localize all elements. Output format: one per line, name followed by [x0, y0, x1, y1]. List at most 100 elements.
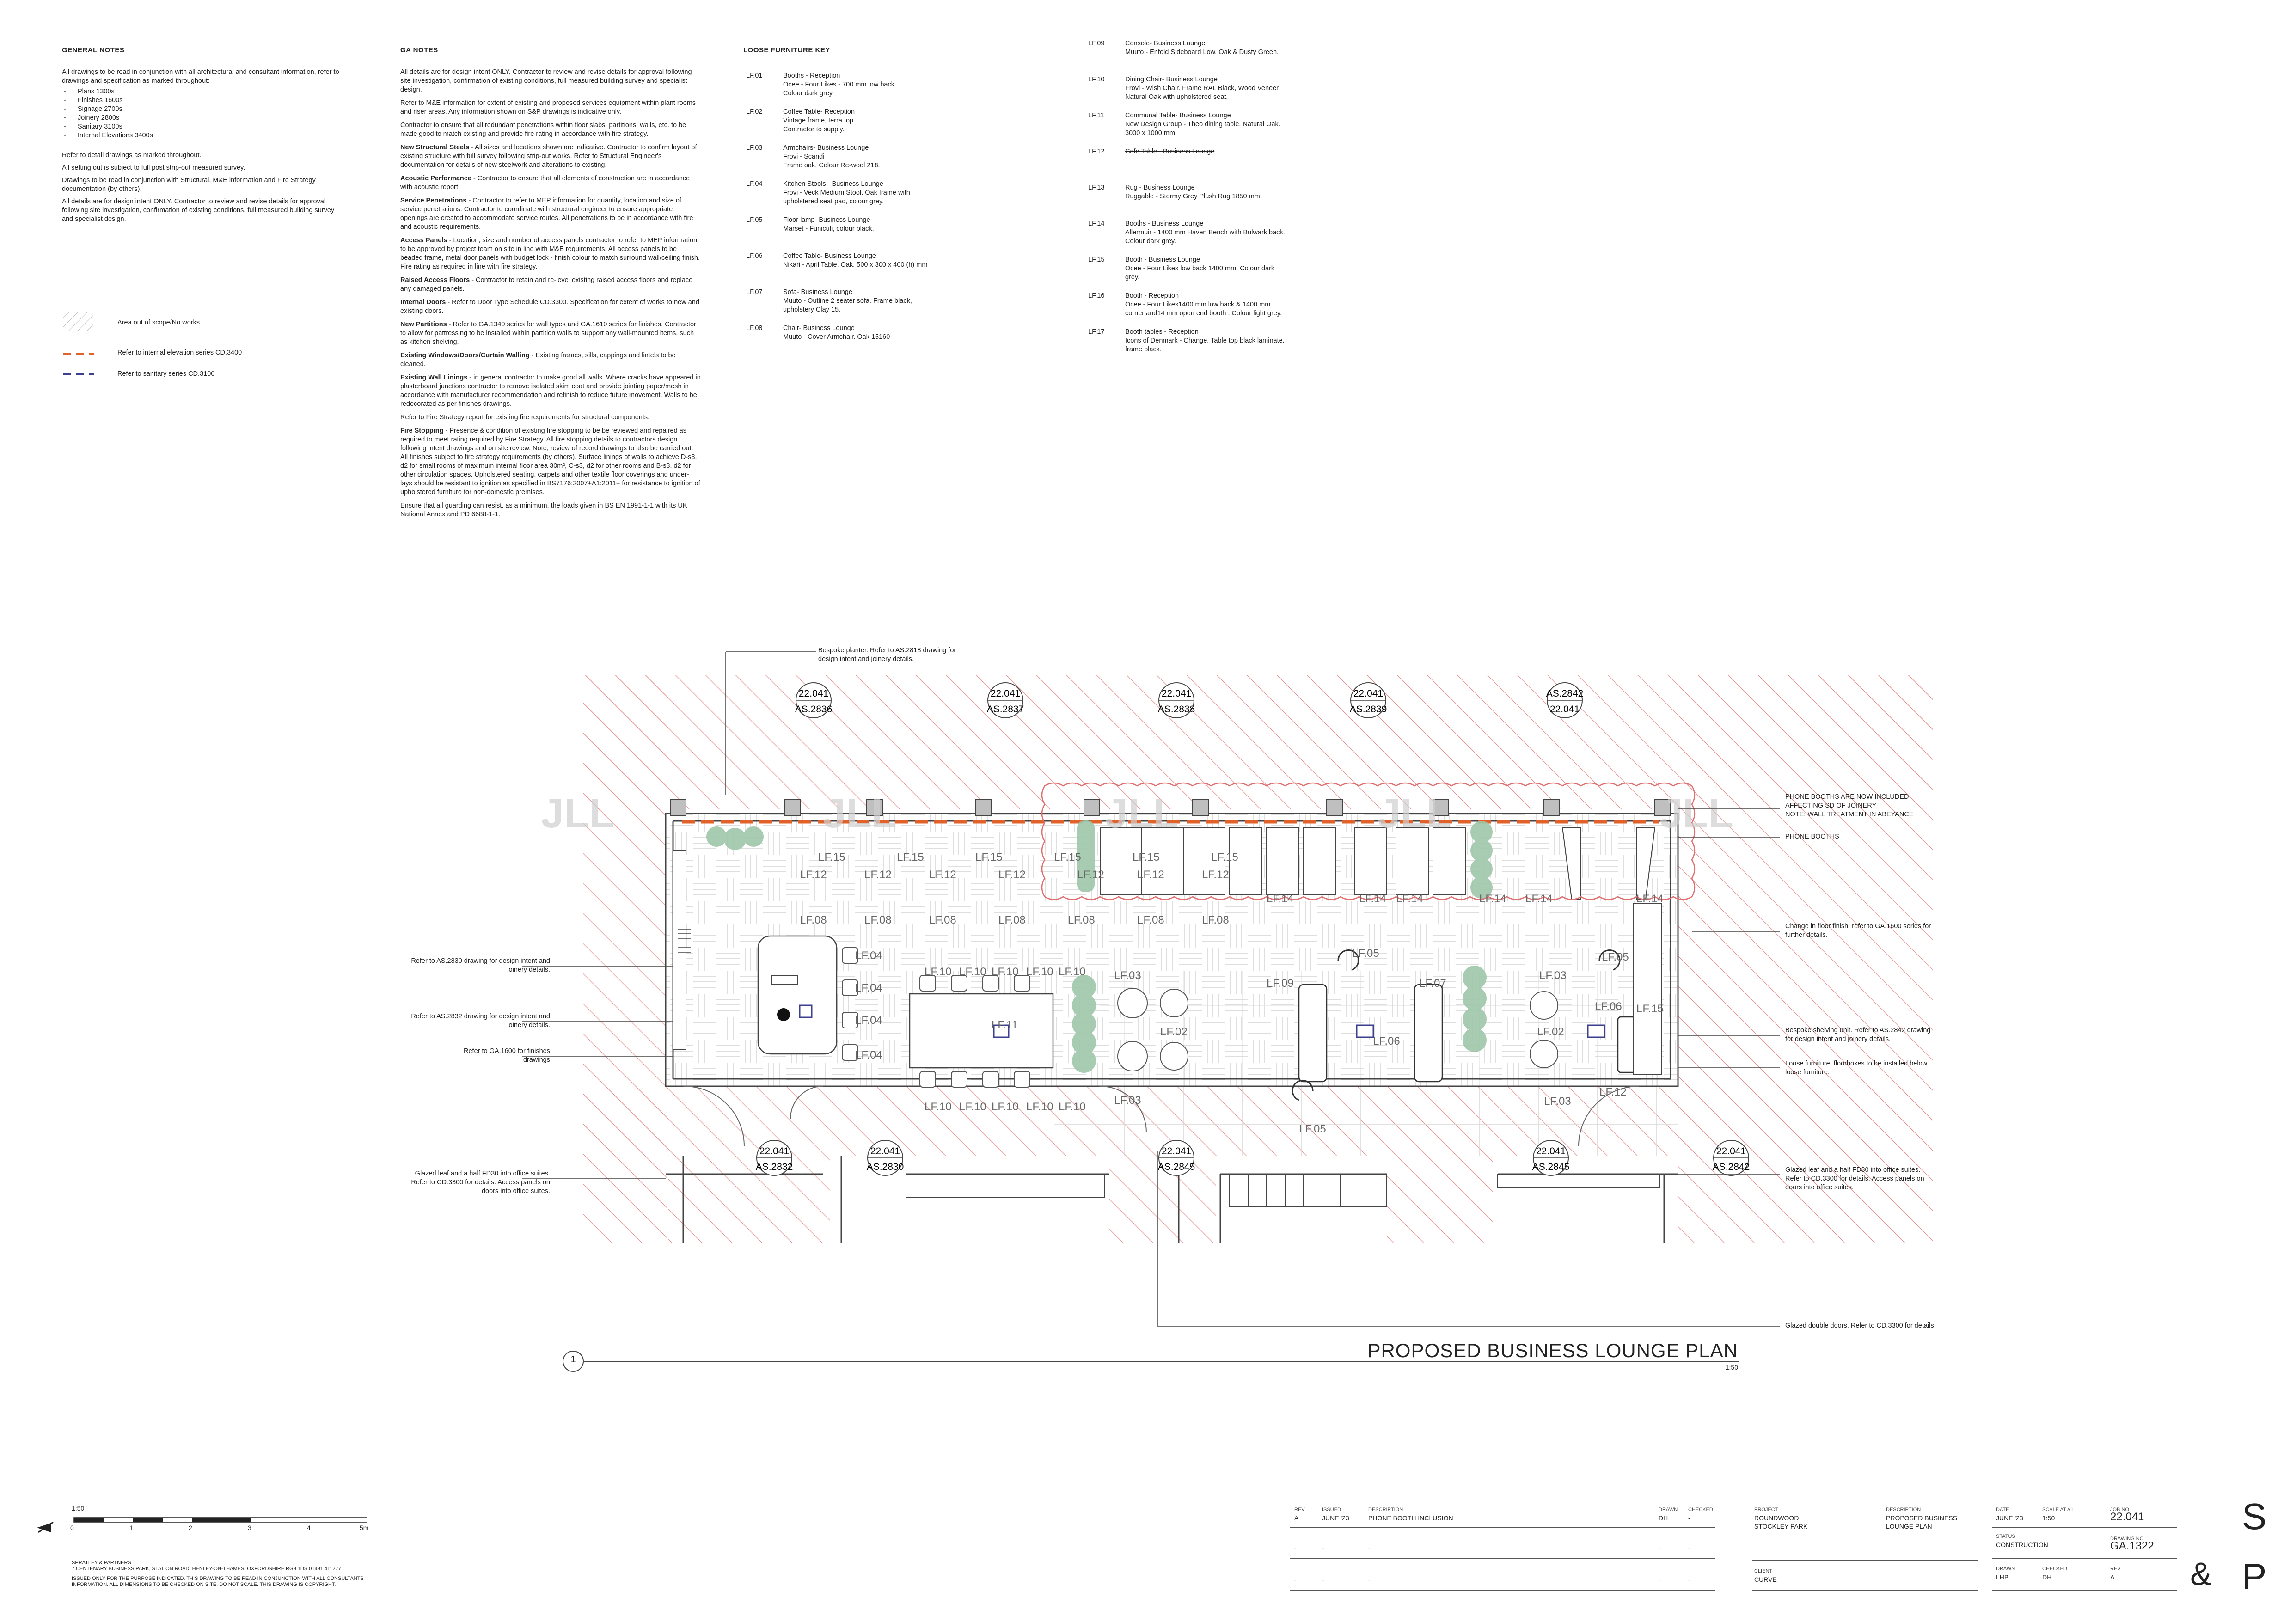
furniture-tag: LF.08: [998, 914, 1026, 926]
list-item: Joinery 2800s: [64, 114, 344, 122]
ga-note-partitions: New Partitions - Refer to GA.1340 series…: [400, 321, 696, 346]
legend-label-sanitary: Refer to sanitary series CD.3100: [117, 370, 215, 378]
rev-divider: [1290, 1558, 1715, 1559]
furniture-tag: LF.12: [929, 869, 956, 881]
as2832-note: Refer to AS.2832 drawing for design inte…: [411, 1013, 550, 1029]
checked2-value: DH: [2042, 1573, 2052, 1581]
svg-text:JLL: JLL: [1105, 790, 1179, 837]
list-item: Finishes 1600s: [64, 96, 344, 105]
furniture-tag: LF.14: [1525, 893, 1553, 905]
ga-notes-title: GA NOTES: [400, 46, 438, 54]
furniture-tag: LF.08: [864, 914, 892, 926]
legend-swatches: [63, 312, 94, 375]
furniture-code: LF.17: [1088, 328, 1105, 336]
tile-floor-zone: [1100, 971, 1678, 1086]
rev-empty: -: [1294, 1577, 1297, 1584]
drawn2-label: DRAWN: [1996, 1566, 2015, 1572]
rev-empty: -: [1322, 1577, 1324, 1584]
right-shelving: [1633, 903, 1662, 1075]
general-notes-list: Plans 1300s Finishes 1600s Signage 2700s…: [62, 87, 344, 140]
furniture-tag: LF.08: [1202, 914, 1229, 926]
description-label: DESCRIPTION: [1886, 1507, 1921, 1512]
ga-note-raised-floors: Raised Access Floors - Contractor to ret…: [400, 276, 693, 293]
general-notes-p4: Drawings to be read in conjunction with …: [62, 177, 316, 193]
furniture-code: LF.11: [1088, 112, 1104, 119]
logo-s: S: [2242, 1496, 2267, 1537]
island-tap: [777, 1008, 790, 1021]
client-label: CLIENT: [1754, 1568, 1773, 1574]
project-label: PROJECT: [1754, 1507, 1778, 1512]
section-ref-top: 22.041: [759, 1146, 789, 1157]
job-value: 22.041: [2110, 1511, 2144, 1523]
rev-empty: -: [1659, 1577, 1661, 1584]
project-location: STOCKLEY PARK: [1754, 1523, 1808, 1530]
furniture-code: LF.13: [1088, 184, 1105, 191]
furniture-code: LF.15: [1088, 256, 1105, 263]
scale-bar: [37, 1517, 367, 1533]
desc-a: PHONE BOOTH INCLUSION: [1368, 1514, 1453, 1522]
project-divider: [1752, 1590, 1978, 1591]
columns: [670, 799, 1671, 816]
furniture-tag: LF.12: [998, 869, 1026, 881]
ga-note-structural: New Structural Steels - All sizes and lo…: [400, 144, 697, 169]
general-notes-p1: All drawings to be read in conjunction w…: [62, 68, 339, 85]
checked-a: -: [1688, 1514, 1690, 1522]
furniture-tag: LF.15: [897, 851, 924, 863]
status-label: STATUS: [1996, 1534, 2015, 1539]
ga-notes: GA NOTES All details are for design inte…: [400, 46, 701, 526]
furniture-code: LF.08: [746, 324, 763, 332]
drawing-no-value: GA.1322: [2110, 1540, 2154, 1552]
furniture-code: LF.10: [1088, 76, 1105, 83]
legend-label-scope: Area out of scope/No works: [117, 319, 200, 326]
section-ref-bottom: AS.2830: [867, 1162, 904, 1172]
rev-empty: -: [1294, 1544, 1297, 1552]
list-item: Internal Elevations 3400s: [64, 131, 344, 140]
furniture-tag: LF.15: [1636, 1003, 1664, 1015]
ga-notes-p5: Ensure that all guarding can resist, as …: [400, 502, 687, 518]
drawing-number: 1: [570, 1354, 576, 1365]
ga-note-access-panels: Access Panels - Location, size and numbe…: [400, 237, 700, 270]
bottom-joinery: [906, 1174, 1660, 1207]
furniture-code: LF.12: [1088, 148, 1105, 155]
scale-label: SCALE AT A1: [2042, 1507, 2074, 1512]
phone-booth-note: PHONE BOOTHS ARE NOW INCLUDED AFFECTING …: [1785, 793, 1914, 818]
rev-label: REV: [1294, 1507, 1305, 1512]
furniture-code: LF.16: [1088, 292, 1105, 300]
date-label: DATE: [1996, 1507, 2009, 1512]
ga-note-windows: Existing Windows/Doors/Curtain Walling -…: [400, 352, 676, 368]
section-refs: 22.041AS.283622.041AS.283722.041AS.28382…: [756, 682, 1750, 1176]
furniture-code: LF.03: [746, 144, 763, 152]
furniture-tag: LF.12: [1137, 869, 1164, 881]
scale-tick: 0: [70, 1524, 74, 1531]
general-notes-p3: All setting out is subject to full post …: [62, 164, 245, 171]
date-value: JUNE '23: [1996, 1514, 2023, 1522]
section-ref-top: 22.041: [991, 688, 1020, 699]
furniture-tag: LF.10: [992, 966, 1019, 978]
section-ref-top: 22.041: [870, 1146, 900, 1157]
client-name: CURVE: [1754, 1576, 1777, 1583]
stair-lines: [678, 929, 691, 953]
furniture-tag: LF.06: [1595, 1000, 1622, 1013]
rev-empty: -: [1659, 1544, 1661, 1552]
floorbox-icon: [1356, 1024, 1374, 1038]
phone-booths-label: PHONE BOOTHS: [1785, 833, 1839, 840]
furniture-code: LF.14: [1088, 220, 1105, 227]
ga-note-wall-linings: Existing Wall Linings - in general contr…: [400, 374, 701, 408]
furniture-tag: LF.03: [1544, 1095, 1571, 1108]
ga-note-acoustic: Acoustic Performance - Contractor to ens…: [400, 175, 690, 191]
kitchen-stools: [842, 947, 858, 1061]
description-line2: LOUNGE PLAN: [1886, 1523, 1932, 1530]
rev-empty: -: [1368, 1544, 1371, 1552]
